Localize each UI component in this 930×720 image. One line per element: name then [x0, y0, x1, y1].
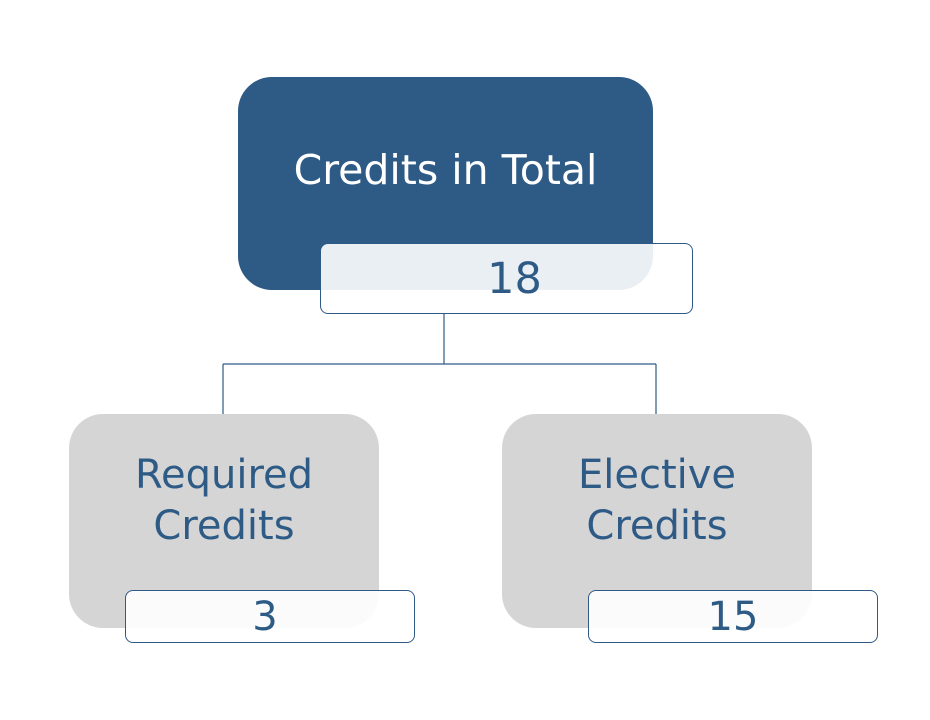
node-credits-in-total-label: Credits in Total: [293, 145, 598, 194]
node-required-credits-value: 3: [125, 590, 415, 643]
total-credits-value: 18: [487, 253, 542, 304]
elective-credits-label-line-1: Elective: [577, 452, 737, 499]
elective-credits-label-line-2: Credits: [586, 503, 728, 549]
elective-credits-value: 15: [707, 593, 759, 640]
node-credits-in-total-value: 18: [320, 243, 693, 314]
node-elective-credits-value: 15: [588, 590, 878, 643]
required-credits-label-line-1: Required: [134, 452, 314, 499]
required-credits-value: 3: [252, 593, 278, 640]
required-credits-label-line-2: Credits: [153, 503, 295, 549]
